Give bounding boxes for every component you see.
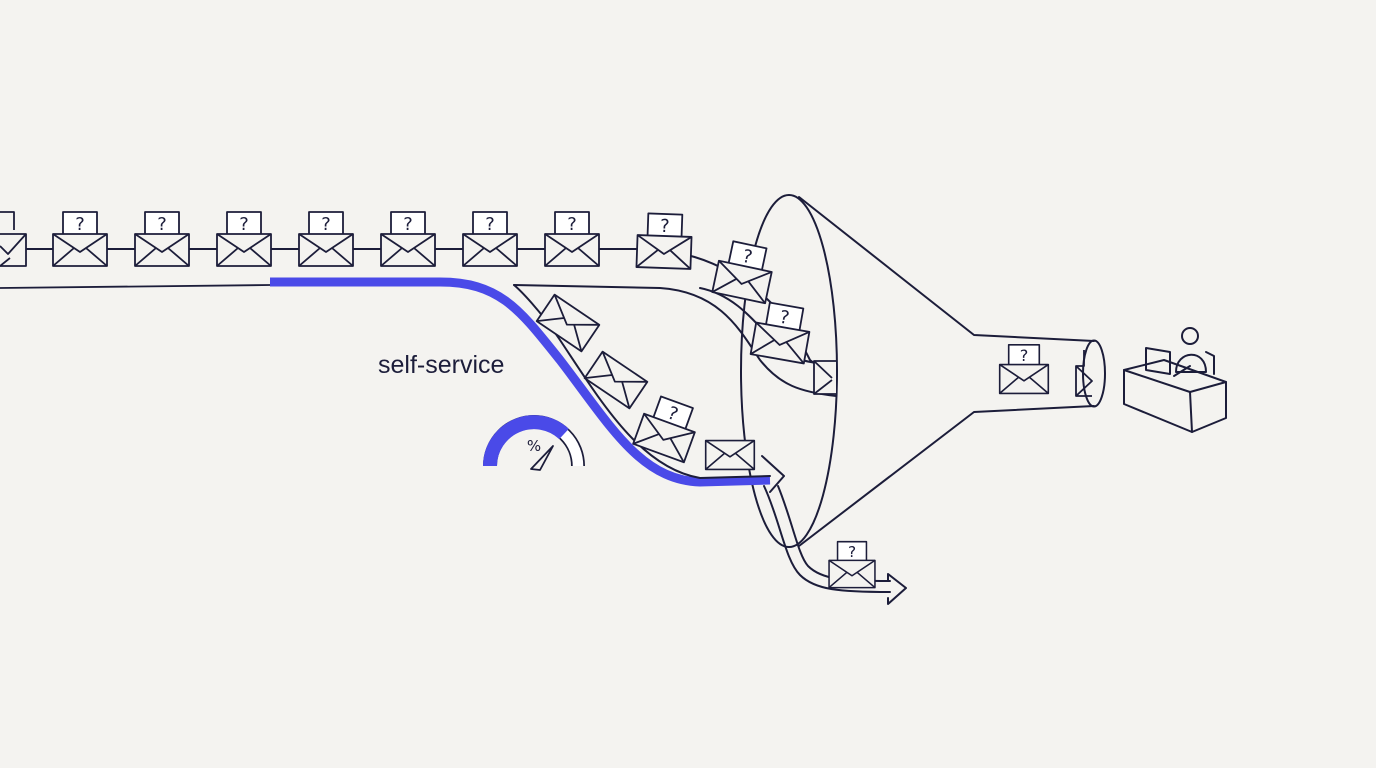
question-mark: ?	[403, 214, 413, 235]
envelope-with-question-icon: ?	[998, 343, 1050, 395]
envelope-with-question-icon	[1075, 350, 1093, 397]
self-service-path	[270, 277, 771, 487]
gauge-icon: %	[483, 415, 585, 471]
plain-envelope-icon	[535, 293, 601, 353]
plain-envelope-icon	[704, 439, 756, 471]
envelope-with-question-icon: ?	[216, 211, 272, 267]
question-mark: ?	[157, 214, 167, 235]
question-mark: ?	[848, 543, 856, 561]
question-mark: ?	[321, 214, 331, 235]
envelope-with-question-icon: ?	[298, 211, 354, 267]
envelope-with-question-icon: ?	[544, 211, 600, 267]
envelope-with-question-icon: ?	[462, 211, 518, 267]
arrow-head-icon	[761, 455, 785, 493]
question-mark: ?	[485, 214, 495, 235]
envelope-with-question-icon: ?	[134, 211, 190, 267]
envelope-with-question-icon: ?	[711, 240, 773, 305]
envelope-with-question-icon: ?	[828, 540, 876, 589]
escalation-path	[763, 485, 891, 593]
plain-envelope-icon	[813, 360, 836, 395]
gauge-percent-symbol: %	[527, 437, 541, 455]
funnel-icon	[740, 194, 1106, 548]
question-mark: ?	[778, 307, 791, 329]
envelope-with-question-icon: ?	[635, 212, 693, 270]
question-mark: ?	[740, 246, 754, 269]
envelope-with-question-icon: ?	[632, 395, 696, 464]
question-mark: ?	[75, 214, 85, 235]
question-mark: ?	[660, 216, 670, 237]
question-mark: ?	[567, 214, 577, 235]
question-mark: ?	[1020, 346, 1029, 365]
envelope-with-question-icon: ?	[749, 301, 811, 365]
envelope-with-question-icon	[0, 211, 27, 267]
self-service-path-outline	[513, 284, 771, 479]
plain-envelope-icon	[583, 350, 649, 410]
self-service-label: self-service	[378, 351, 504, 379]
question-mark: ?	[239, 214, 249, 235]
envelope-with-question-icon: ?	[380, 211, 436, 267]
arrow-head-icon	[887, 573, 907, 605]
support-agent-at-desk-icon	[1123, 327, 1227, 433]
envelope-with-question-icon: ?	[52, 211, 108, 267]
